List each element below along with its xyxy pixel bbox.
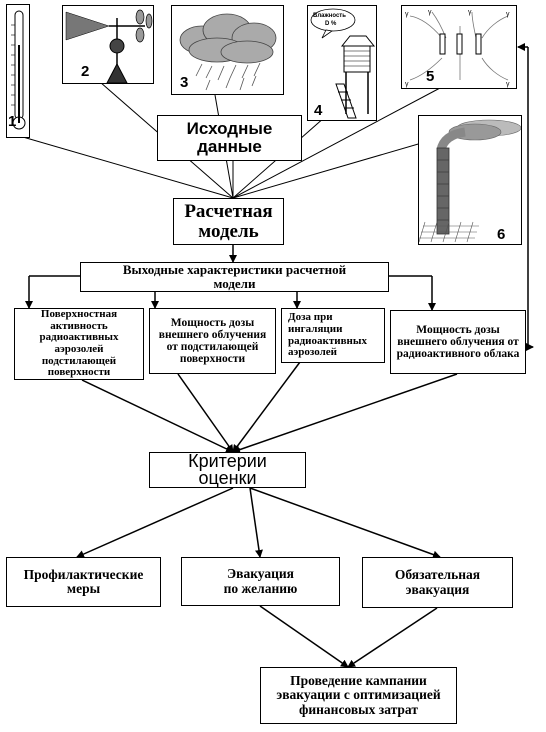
source-data-box: Исходные данные [157, 115, 302, 161]
picture-3-number: 3 [180, 74, 189, 91]
output-1-line: Поверхностная [40, 308, 118, 321]
output-1-line: активность [50, 319, 108, 332]
action-3-line: Обязательная [394, 567, 481, 583]
output-2-line: от подстилающей [166, 341, 259, 353]
output-4-line: Мощность дозы [416, 323, 500, 336]
output-1-line: поверхности [47, 366, 111, 379]
svg-text:γ: γ [468, 9, 472, 16]
outputs-title-line1: Выходные характеристики расчетной [122, 262, 347, 278]
outputs-title-box: Выходные характеристики расчетной модели [80, 262, 389, 292]
output-4-line: радиоактивного облака [396, 348, 520, 361]
criteria-line1: Критерии [188, 450, 267, 471]
output-1-line: подстилающей [41, 354, 117, 367]
action-1-line: Профилактические [23, 566, 144, 582]
final-line: финансовых затрат [299, 701, 418, 717]
criteria-line2: оценки [198, 468, 257, 488]
picture-4-number: 4 [314, 102, 323, 119]
smokestack-plume-icon [419, 119, 521, 243]
source-data-line2: данные [197, 137, 262, 156]
output-box-surface-dose-rate: Мощность дозы внешнего облучения от подс… [149, 308, 276, 374]
action-1-line: меры [66, 581, 101, 596]
picture-6-number: 6 [497, 226, 506, 243]
action-box-preventive: Профилактические меры [6, 557, 161, 607]
output-3-line: ингаляции [288, 322, 343, 335]
picture-2-wind-vane: 2 [62, 5, 154, 84]
action-box-mandatory-evacuation: Обязательная эвакуация [362, 557, 513, 608]
final-line: эвакуации с оптимизацией [276, 687, 441, 703]
picture-6-smokestack: 6 [418, 115, 522, 245]
action-2-line: по желанию [223, 580, 298, 596]
picture-1-thermometer: 1 [6, 4, 30, 138]
output-2-line: внешнего облучения [158, 328, 267, 341]
source-data-line1: Исходные [186, 119, 273, 139]
picture-1-number: 1 [8, 113, 17, 130]
svg-text:γ: γ [405, 81, 409, 88]
criteria-box: Критерии оценки [149, 452, 306, 488]
output-4-line: внешнего облучения от [397, 335, 519, 348]
picture-3-rain-cloud: 3 [171, 5, 284, 95]
picture-5-dosimeter-network: γ γ γ γ γ γ 5 [401, 5, 517, 89]
picture-2-number: 2 [81, 63, 90, 80]
output-box-inhalation-dose: Доза при ингаляции радиоактивных аэрозол… [281, 308, 385, 363]
dosimeter-network-icon: γ γ γ γ γ γ [405, 9, 510, 88]
action-3-line: эвакуация [405, 581, 470, 597]
final-line: Проведение кампании [290, 673, 427, 689]
outputs-title-line2: модели [213, 276, 256, 291]
humidity-bubble-line1: Влажность [313, 13, 346, 19]
output-3-line: Доза при [288, 311, 333, 324]
output-box-surface-activity: Поверхностная активность радиоактивных а… [14, 308, 144, 380]
final-campaign-box: Проведение кампании эвакуации с оптимиза… [260, 667, 457, 724]
output-1-line: радиоактивных [39, 331, 119, 344]
output-3-line: аэрозолей [288, 346, 337, 359]
picture-5-number: 5 [426, 68, 435, 85]
svg-text:γ: γ [405, 11, 409, 18]
svg-text:γ: γ [428, 9, 432, 16]
rain-cloud-icon [179, 13, 277, 91]
model-line1: Расчетная [184, 200, 273, 222]
weather-station-icon [310, 8, 376, 119]
svg-text:γ: γ [506, 11, 510, 18]
thermometer-icon [11, 10, 26, 130]
output-1-line: аэрозолей [54, 343, 104, 355]
svg-text:γ: γ [506, 81, 510, 88]
model-box: Расчетная модель [173, 198, 284, 245]
wind-vane-icon [65, 9, 153, 83]
output-2-line: поверхности [179, 353, 246, 366]
output-2-line: Мощность дозы [170, 316, 255, 329]
picture-4-weather-station: Влажность D % 4 [307, 5, 377, 121]
output-3-line: радиоактивных [288, 334, 367, 347]
output-box-cloud-dose-rate: Мощность дозы внешнего облучения от ради… [390, 310, 526, 374]
action-box-voluntary-evacuation: Эвакуация по желанию [181, 557, 340, 606]
action-2-line: Эвакуация [227, 566, 294, 582]
model-line2: модель [198, 220, 259, 242]
humidity-bubble-line2: D % [325, 21, 337, 27]
